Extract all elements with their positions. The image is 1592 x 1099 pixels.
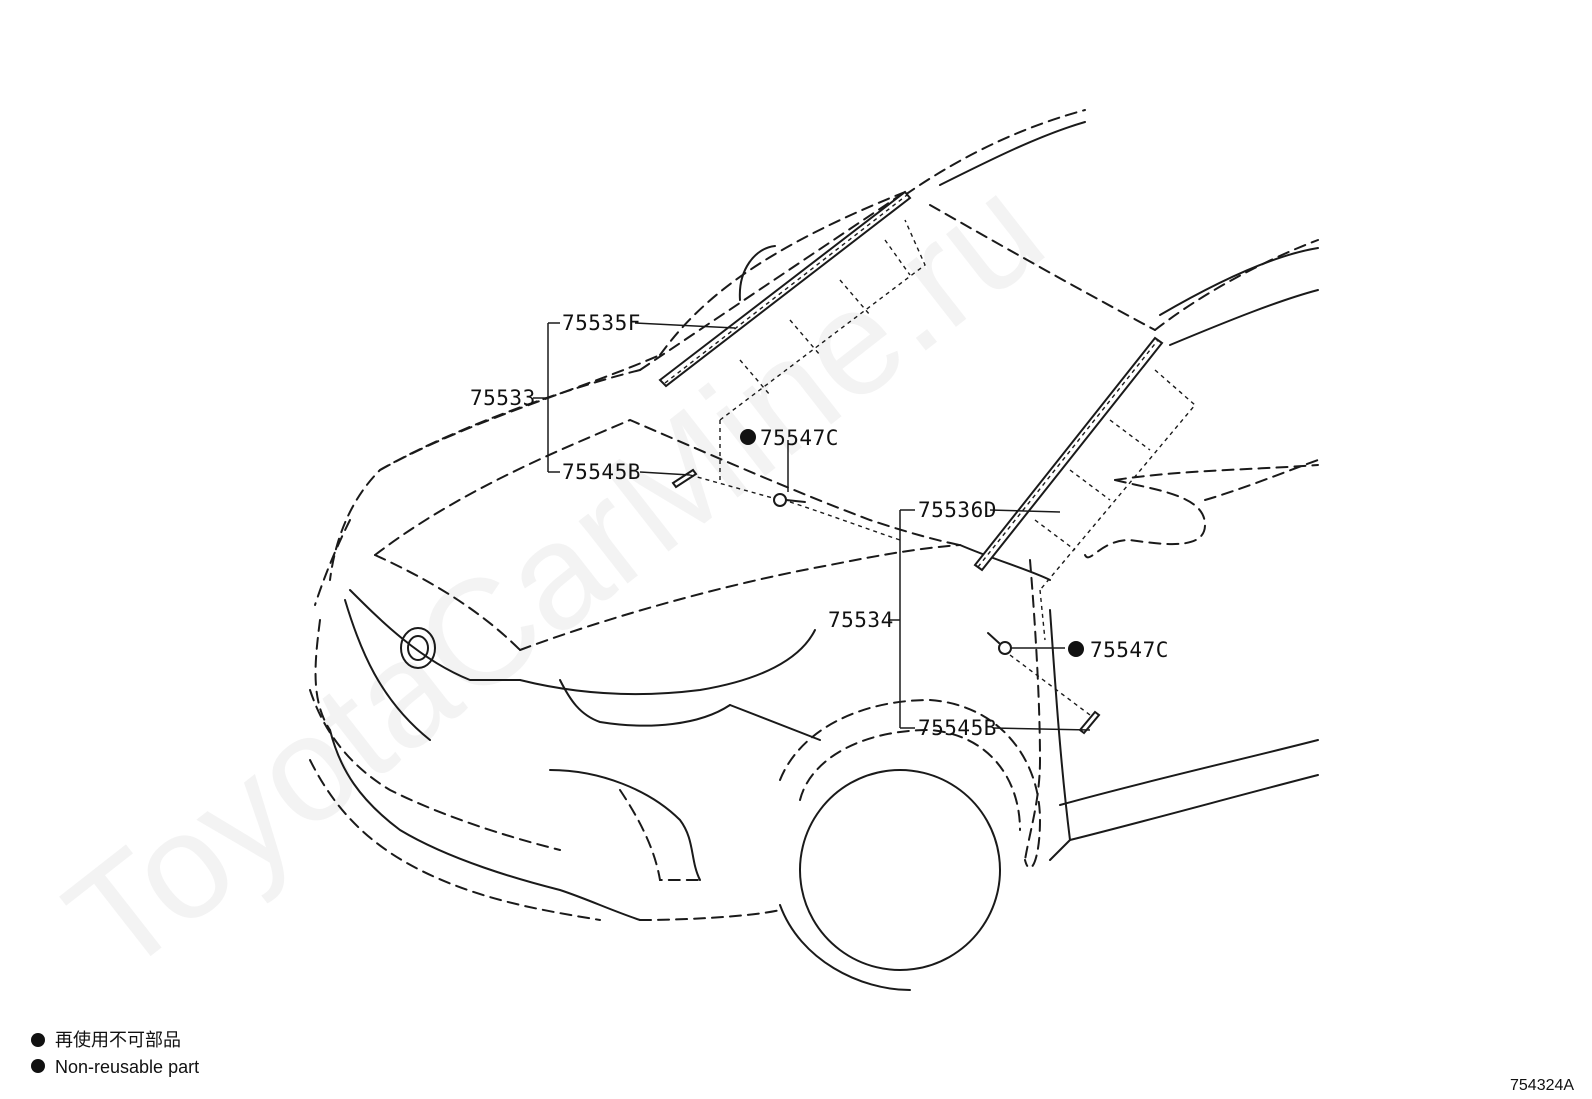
legend: 再使用不可部品 Non-reusable part <box>31 1030 199 1077</box>
clip-left <box>773 493 806 507</box>
callout-leaders <box>533 322 1091 731</box>
windshield-moldings <box>658 190 1196 641</box>
legend-bullet-icon <box>31 1059 45 1073</box>
non-reusable-marker-icon <box>1068 641 1084 657</box>
vehicle-outline <box>309 109 1319 991</box>
label-75536D: 75536D <box>918 498 997 522</box>
legend-japanese: 再使用不可部品 <box>55 1030 181 1050</box>
retainer-right <box>1078 710 1101 735</box>
legend-bullet-icon <box>31 1033 45 1047</box>
label-75547C-left: 75547C <box>760 426 839 450</box>
watermark-text: ToyotaCarMine.ru <box>36 144 1072 1005</box>
non-reusable-marker-icon <box>740 429 756 445</box>
label-75535F: 75535F <box>562 311 641 335</box>
part-number-labels: 75533 75535F 75547C 75545B 75534 75536D … <box>470 311 1169 740</box>
label-75545B-left: 75545B <box>562 460 641 484</box>
label-75545B-right: 75545B <box>918 716 997 740</box>
diagram-reference-number: 754324A <box>1510 1077 1574 1094</box>
clip-right <box>987 632 1012 655</box>
legend-english: Non-reusable part <box>55 1057 199 1077</box>
label-75533: 75533 <box>470 386 536 410</box>
label-75534: 75534 <box>828 608 894 632</box>
clips-and-retainers <box>671 468 1101 735</box>
label-75547C-right: 75547C <box>1090 638 1169 662</box>
molding-upper-right <box>973 336 1164 572</box>
